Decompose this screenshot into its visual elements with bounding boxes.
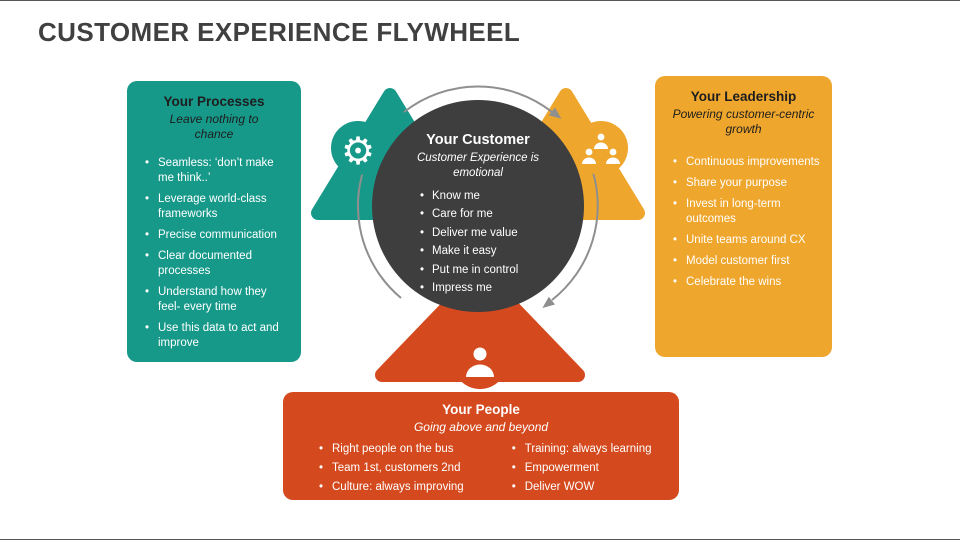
people-columns: Right people on the bus Team 1st, custom… <box>297 442 665 499</box>
list-item: Team 1st, customers 2nd <box>319 461 496 476</box>
customer-title: Your Customer <box>426 132 530 148</box>
list-item: Right people on the bus <box>319 442 496 457</box>
list-item: Continuous improvements <box>673 155 820 170</box>
leadership-bullet-list: Continuous improvements Share your purpo… <box>667 155 820 290</box>
list-item: Make it easy <box>420 244 536 259</box>
list-item: Deliver me value <box>420 226 536 241</box>
processes-title: Your Processes <box>163 94 265 109</box>
customer-bullet-list: Know me Care for me Deliver me value Mak… <box>420 189 536 296</box>
list-item: Put me in control <box>420 263 536 278</box>
list-item: Precise communication <box>145 228 289 243</box>
list-item: Culture: always improving <box>319 480 496 495</box>
list-item: Impress me <box>420 281 536 296</box>
list-item: Understand how they feel- every time <box>145 285 289 315</box>
people-subtitle: Going above and beyond <box>413 420 549 435</box>
list-item: Unite teams around CX <box>673 233 820 248</box>
people-title: Your People <box>442 402 520 417</box>
people-bullet-list-left: Right people on the bus Team 1st, custom… <box>313 442 496 499</box>
person-icon <box>453 335 507 389</box>
leadership-title: Your Leadership <box>690 89 797 104</box>
team-icon <box>574 121 628 175</box>
list-item: Leverage world-class frameworks <box>145 192 289 222</box>
leadership-subtitle: Powering customer-centric growth <box>672 107 815 137</box>
list-item: Deliver WOW <box>512 480 665 495</box>
list-item: Celebrate the wins <box>673 275 820 290</box>
processes-bullet-list: Seamless: ‘don’t make me think..’ Levera… <box>139 156 289 350</box>
list-item: Use this data to act and improve <box>145 321 289 351</box>
customer-subtitle: Customer Experience is emotional <box>416 152 540 179</box>
list-item: Care for me <box>420 207 536 222</box>
list-item: Share your purpose <box>673 176 820 191</box>
list-item: Training: always learning <box>512 442 665 457</box>
gear-icon: ⚙ <box>331 121 385 175</box>
list-item: Invest in long-term outcomes <box>673 197 820 227</box>
list-item: Seamless: ‘don’t make me think..’ <box>145 156 289 186</box>
list-item: Empowerment <box>512 461 665 476</box>
panel-people: Your People Going above and beyond Right… <box>283 392 679 500</box>
processes-subtitle: Leave nothing to chance <box>169 112 259 142</box>
svg-text:⚙: ⚙ <box>341 129 375 173</box>
customer-circle-content: Your Customer Customer Experience is emo… <box>392 132 564 300</box>
panel-leadership: Your Leadership Powering customer-centri… <box>655 76 832 357</box>
people-bullet-list-right: Training: always learning Empowerment De… <box>506 442 665 499</box>
panel-processes: Your Processes Leave nothing to chance S… <box>127 81 301 362</box>
list-item: Know me <box>420 189 536 204</box>
list-item: Model customer first <box>673 254 820 269</box>
list-item: Clear documented processes <box>145 249 289 279</box>
page-title: CUSTOMER EXPERIENCE FLYWHEEL <box>38 17 521 47</box>
